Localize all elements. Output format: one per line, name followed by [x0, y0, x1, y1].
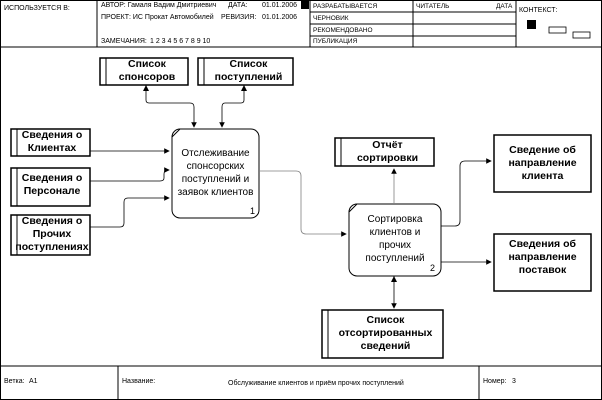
status-item-publication: ПУБЛИКАЦИЯ — [313, 38, 358, 45]
box-receipts-list — [197, 57, 294, 86]
context-box-2 — [548, 26, 567, 34]
arrow-sponsor-list — [145, 85, 197, 128]
reader-date-label: ДАТА — [496, 3, 513, 10]
status-item-draft: ЧЕРНОВИК — [313, 15, 349, 22]
process-1-box — [171, 128, 260, 219]
arrow-client-direction — [441, 158, 492, 227]
context-box-3 — [572, 31, 591, 39]
author-line: АВТОР: Гамаля Вадим Дмитриевич — [101, 2, 217, 9]
date-value: 01.01.2006 — [262, 2, 298, 9]
status-item-recommended: РЕКОМЕНДОВАНО — [313, 27, 373, 34]
process-1-number: 1 — [250, 206, 256, 216]
number-label: Номер: — [483, 378, 507, 385]
process-2-box — [348, 203, 442, 277]
arrow-staff-info — [90, 167, 170, 182]
box-clients-info — [10, 128, 91, 157]
project-line: ПРОЕКТ: ИС Прокат Автомобилей — [101, 14, 214, 21]
box-other-info — [10, 214, 91, 256]
arrow-receipts-list — [219, 85, 245, 128]
node-label: Ветка: — [4, 378, 25, 385]
box-sponsor-list — [99, 57, 189, 86]
notes-numbers: 1 2 3 4 5 6 7 8 9 10 — [150, 38, 211, 45]
arrow-process-1-to-2 — [259, 170, 347, 237]
name-label: Название: — [122, 378, 156, 385]
box-staff-info — [10, 167, 91, 207]
diagram-title: Обслуживание клиентов и приём прочих пос… — [228, 380, 404, 387]
box-sorted-list — [321, 309, 444, 359]
arrow-other-info — [90, 195, 170, 228]
status-item-developing: РАЗРАБАТЫВАЕТСЯ — [313, 3, 378, 10]
context-current-box — [527, 20, 536, 29]
notes-label: ЗАМЕЧАНИЯ: — [101, 38, 147, 45]
context-label: КОНТЕКСТ: — [519, 7, 558, 14]
used-in-label: ИСПОЛЬЗУЕТСЯ В: — [4, 5, 70, 12]
date-label: ДАТА: — [228, 2, 248, 9]
box-client-direction — [493, 134, 592, 193]
node-value: A1 — [29, 378, 38, 385]
connectors — [90, 85, 492, 309]
revision-value: 01.01.2006 — [262, 14, 298, 21]
reader-label: ЧИТАТЕЛЬ — [416, 3, 450, 10]
process-2-number: 2 — [430, 263, 436, 273]
number-value: 3 — [512, 378, 516, 385]
box-sort-report — [334, 137, 435, 167]
box-supply-direction — [493, 233, 592, 292]
revision-label: РЕВИЗИЯ: — [221, 14, 257, 21]
